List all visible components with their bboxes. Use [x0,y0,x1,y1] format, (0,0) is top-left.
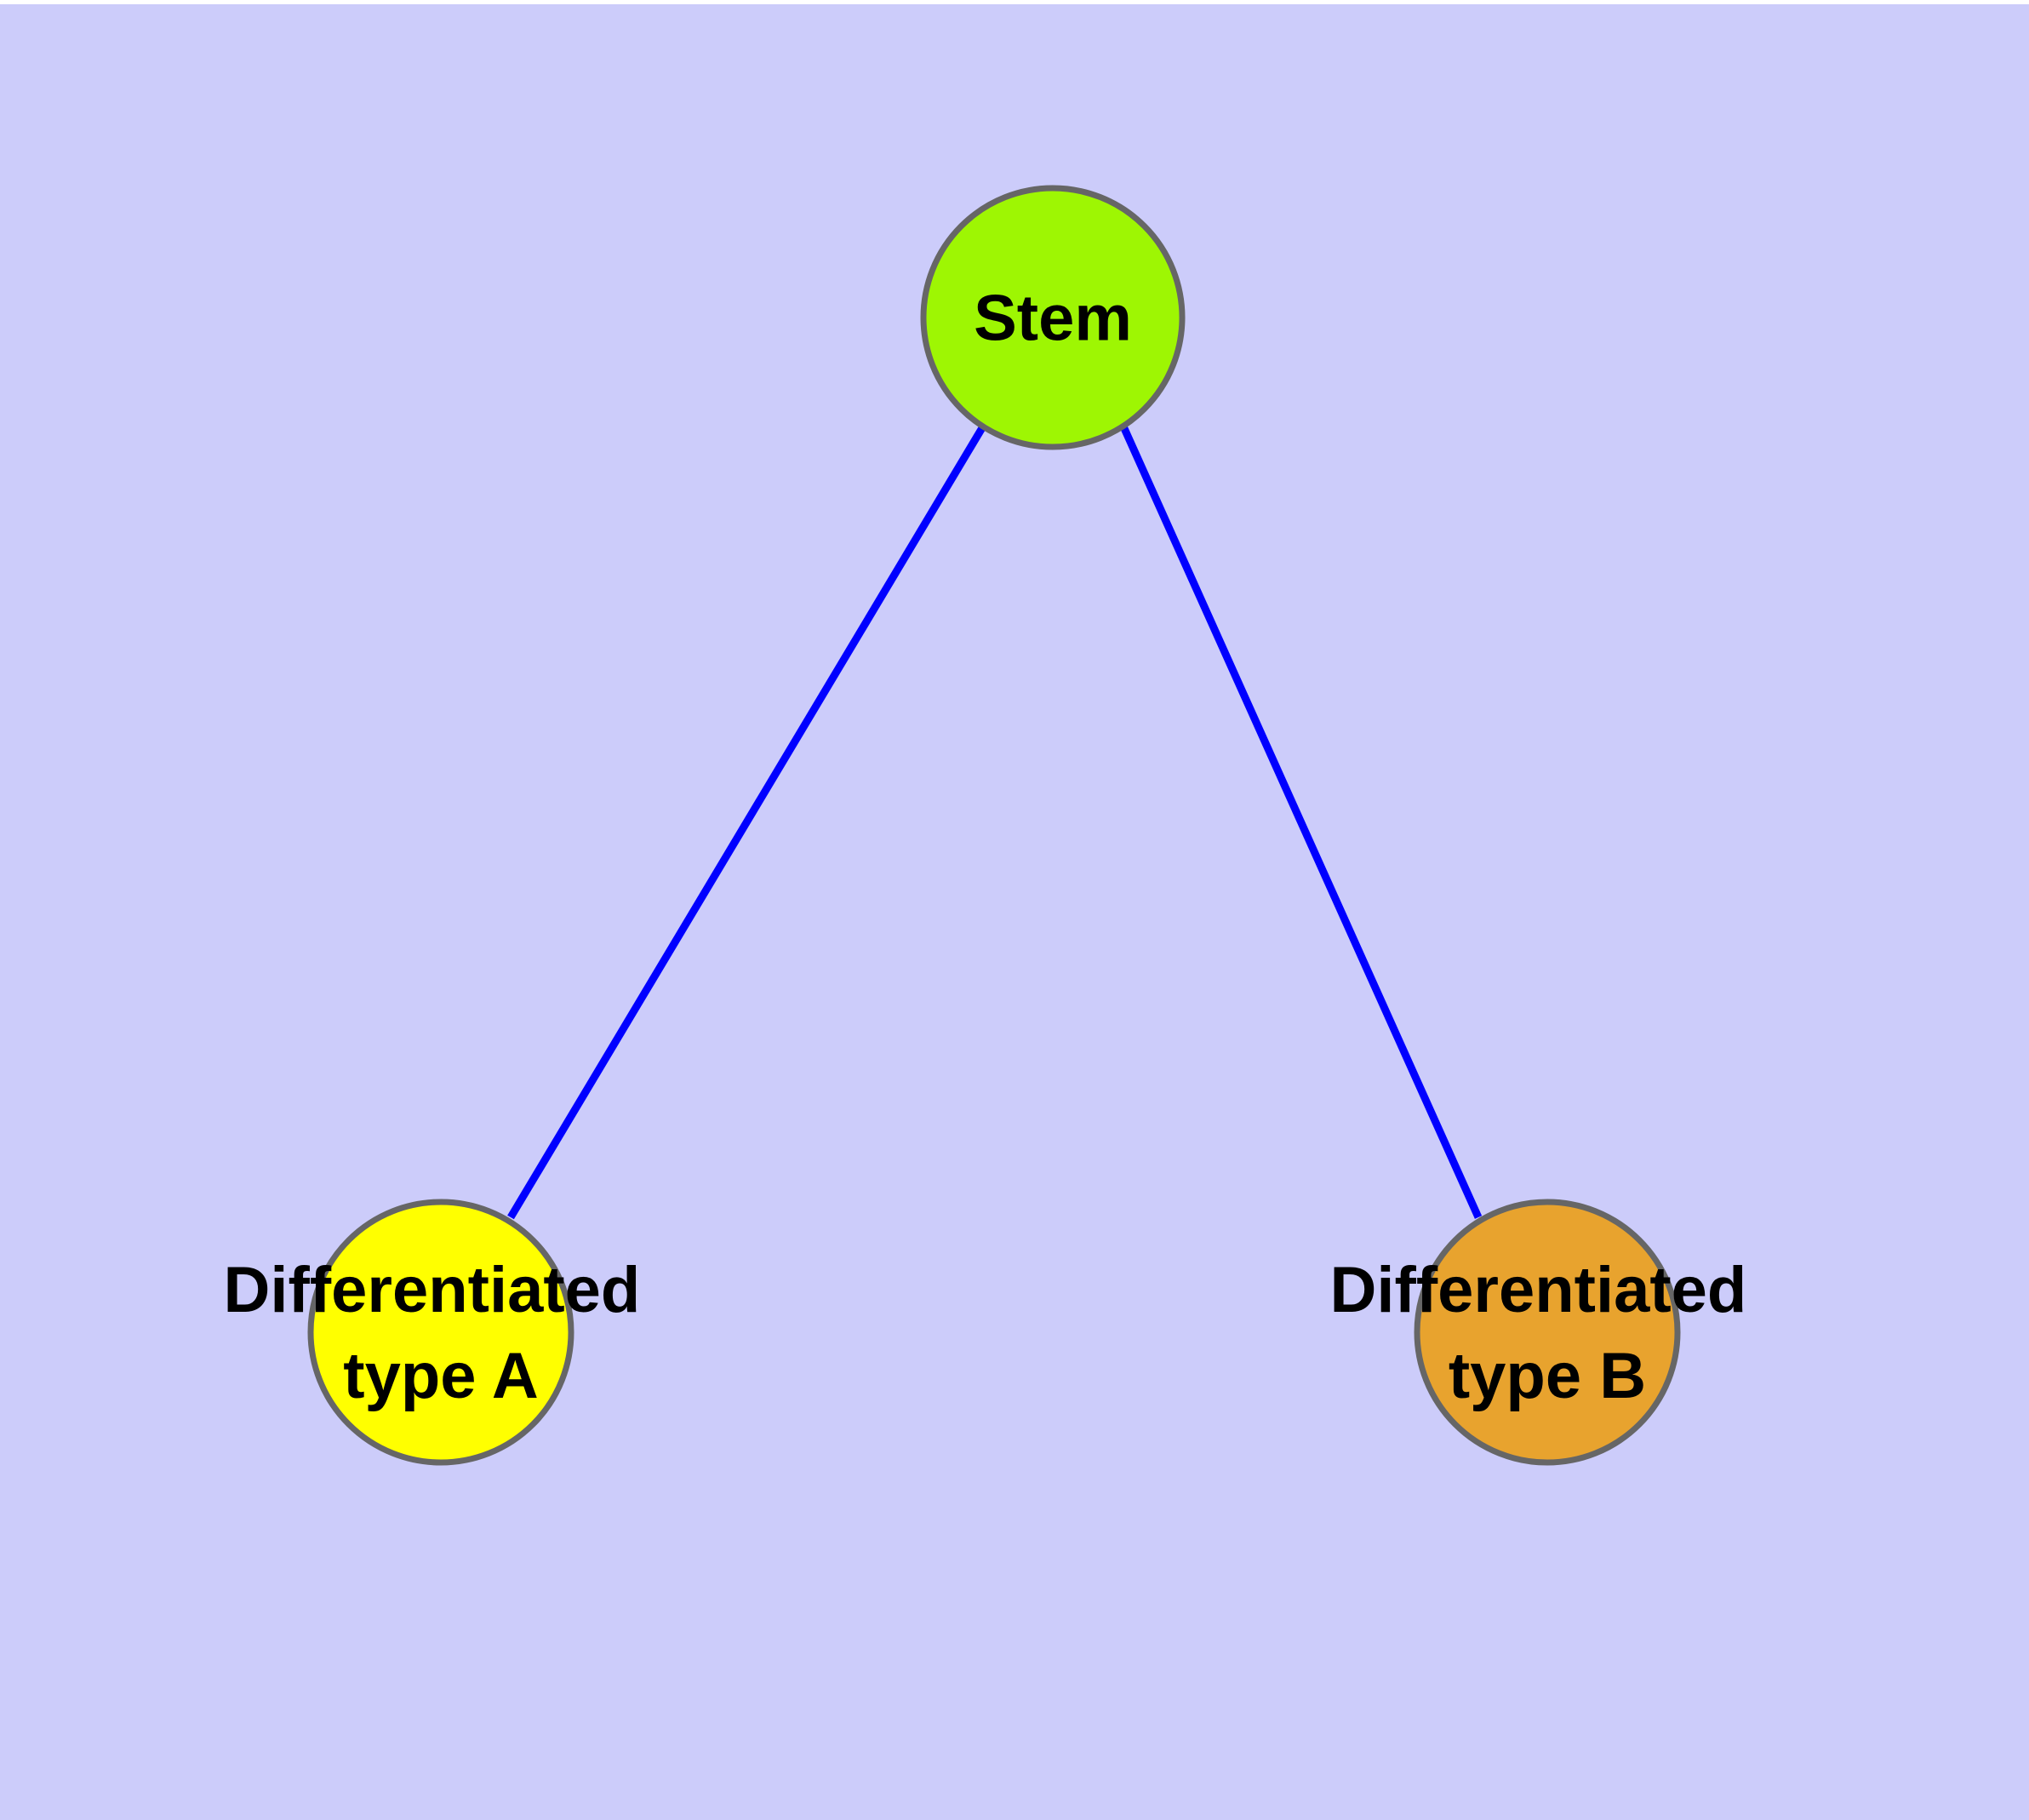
node-differentiated-type-a-circle[interactable] [307,1199,574,1466]
edges-group [507,424,1483,1220]
node-differentiated-type-b-label-line-2: type B [1449,1340,1646,1412]
node-differentiated-type-b-circle[interactable] [1414,1199,1681,1466]
node-stem-label-line-1: Stem [974,283,1132,355]
node-labels-group: Stem Differentiated type A Differentiate… [224,283,1765,1412]
node-differentiated-type-a-label-line-1: Differentiated [224,1254,641,1326]
node-differentiated-type-a[interactable] [307,1199,574,1466]
node-differentiated-type-a-label: Differentiated type A [224,1254,659,1412]
edge-stem-to-differentiated-type-a[interactable] [507,424,986,1220]
node-stem-circle[interactable] [920,185,1186,450]
node-differentiated-type-b-label: Differentiated type B [1330,1254,1765,1412]
node-differentiated-type-a-label-line-2: type A [343,1340,538,1412]
node-stem[interactable] [920,185,1186,450]
node-differentiated-type-b-label-line-1: Differentiated [1330,1254,1747,1326]
node-differentiated-type-b[interactable] [1414,1199,1681,1466]
edge-stem-to-differentiated-type-b[interactable] [1119,425,1483,1219]
node-stem-label: Stem [974,283,1132,355]
nodes-group [307,185,1681,1466]
